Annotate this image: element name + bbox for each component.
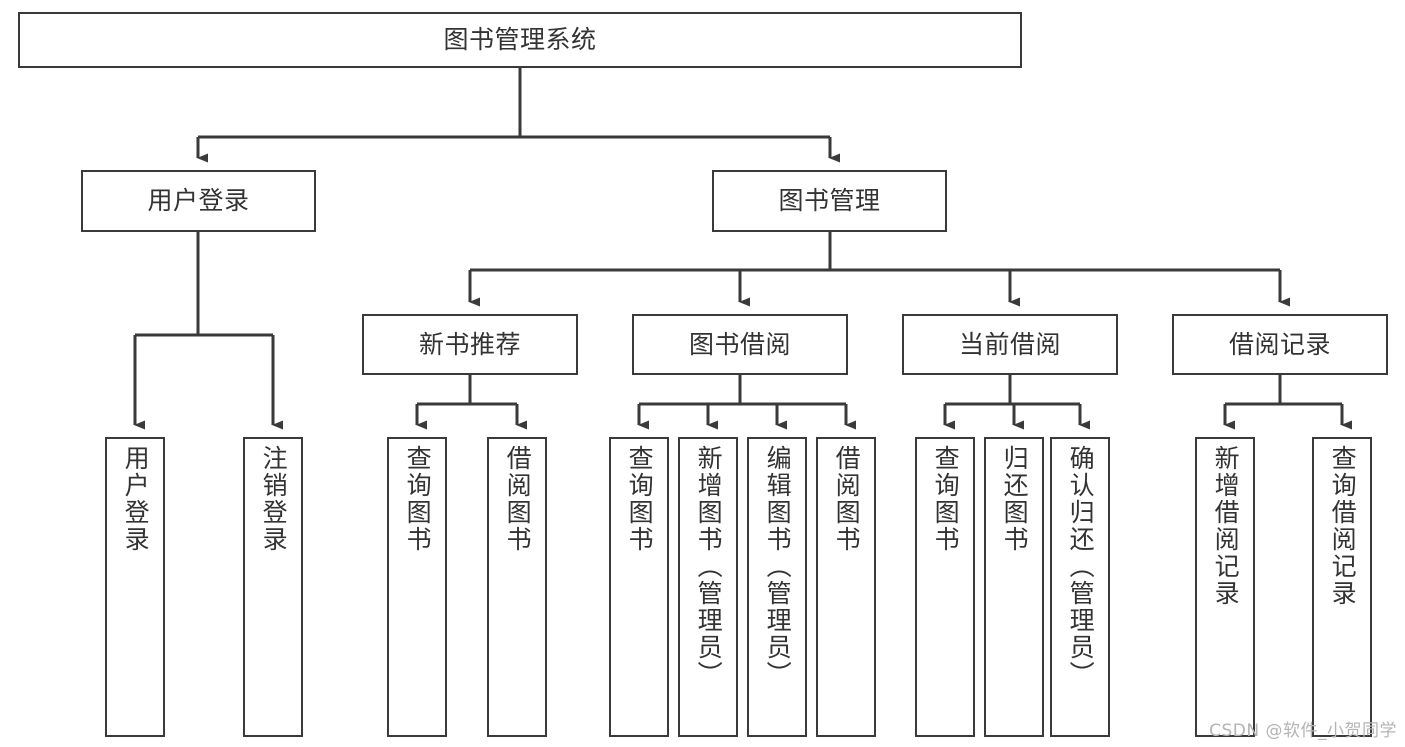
node-leaf-user-login[interactable]: 用户登录	[105, 437, 165, 737]
node-leaf-query-book-3[interactable]: 查询图书	[915, 437, 975, 737]
node-borrow-record-label: 借阅记录	[1228, 329, 1331, 359]
node-leaf-borrow-book-2[interactable]: 借阅图书	[816, 437, 876, 737]
node-leaf-logout[interactable]: 注销登录	[243, 437, 303, 737]
node-book-management-label: 图书管理	[778, 186, 881, 216]
node-leaf-borrow-book-2-label: 借阅图书	[832, 445, 862, 553]
node-leaf-query-book-1-label: 查询图书	[403, 445, 433, 553]
node-leaf-add-book[interactable]: 新增图书（管理员）	[678, 437, 738, 737]
node-leaf-edit-book-label: 编辑图书（管理员）	[763, 445, 793, 688]
node-current-borrow[interactable]: 当前借阅	[902, 314, 1118, 375]
node-current-borrow-label: 当前借阅	[958, 329, 1061, 359]
node-user-login-label: 用户登录	[147, 186, 250, 216]
node-leaf-user-login-label: 用户登录	[121, 445, 151, 553]
node-leaf-query-record-label: 查询借阅记录	[1328, 445, 1358, 607]
node-root-label: 图书管理系统	[443, 25, 597, 55]
node-book-borrow[interactable]: 图书借阅	[632, 314, 848, 375]
node-leaf-edit-book[interactable]: 编辑图书（管理员）	[747, 437, 807, 737]
node-leaf-borrow-book-1[interactable]: 借阅图书	[487, 437, 547, 737]
node-leaf-query-record[interactable]: 查询借阅记录	[1312, 437, 1372, 737]
node-leaf-confirm-return-label: 确认归还（管理员）	[1066, 445, 1096, 688]
node-leaf-add-record-label: 新增借阅记录	[1211, 445, 1241, 607]
node-book-borrow-label: 图书借阅	[688, 329, 791, 359]
node-leaf-query-book-2-label: 查询图书	[625, 445, 655, 553]
node-leaf-confirm-return[interactable]: 确认归还（管理员）	[1050, 437, 1110, 737]
node-leaf-borrow-book-1-label: 借阅图书	[503, 445, 533, 553]
node-leaf-logout-label: 注销登录	[259, 445, 289, 553]
node-leaf-return-book-label: 归还图书	[1000, 445, 1030, 553]
node-book-management[interactable]: 图书管理	[712, 170, 947, 232]
node-new-book-recommend[interactable]: 新书推荐	[362, 314, 578, 375]
watermark-text: CSDN @软件_小贺同学	[1209, 721, 1397, 741]
node-leaf-add-record[interactable]: 新增借阅记录	[1195, 437, 1255, 737]
node-borrow-record[interactable]: 借阅记录	[1172, 314, 1388, 375]
node-leaf-query-book-2[interactable]: 查询图书	[609, 437, 669, 737]
node-user-login[interactable]: 用户登录	[81, 170, 316, 232]
node-leaf-query-book-1[interactable]: 查询图书	[387, 437, 447, 737]
node-leaf-add-book-label: 新增图书（管理员）	[694, 445, 724, 688]
node-leaf-query-book-3-label: 查询图书	[931, 445, 961, 553]
node-new-book-recommend-label: 新书推荐	[418, 329, 521, 359]
node-leaf-return-book[interactable]: 归还图书	[984, 437, 1044, 737]
node-root[interactable]: 图书管理系统	[18, 12, 1022, 68]
